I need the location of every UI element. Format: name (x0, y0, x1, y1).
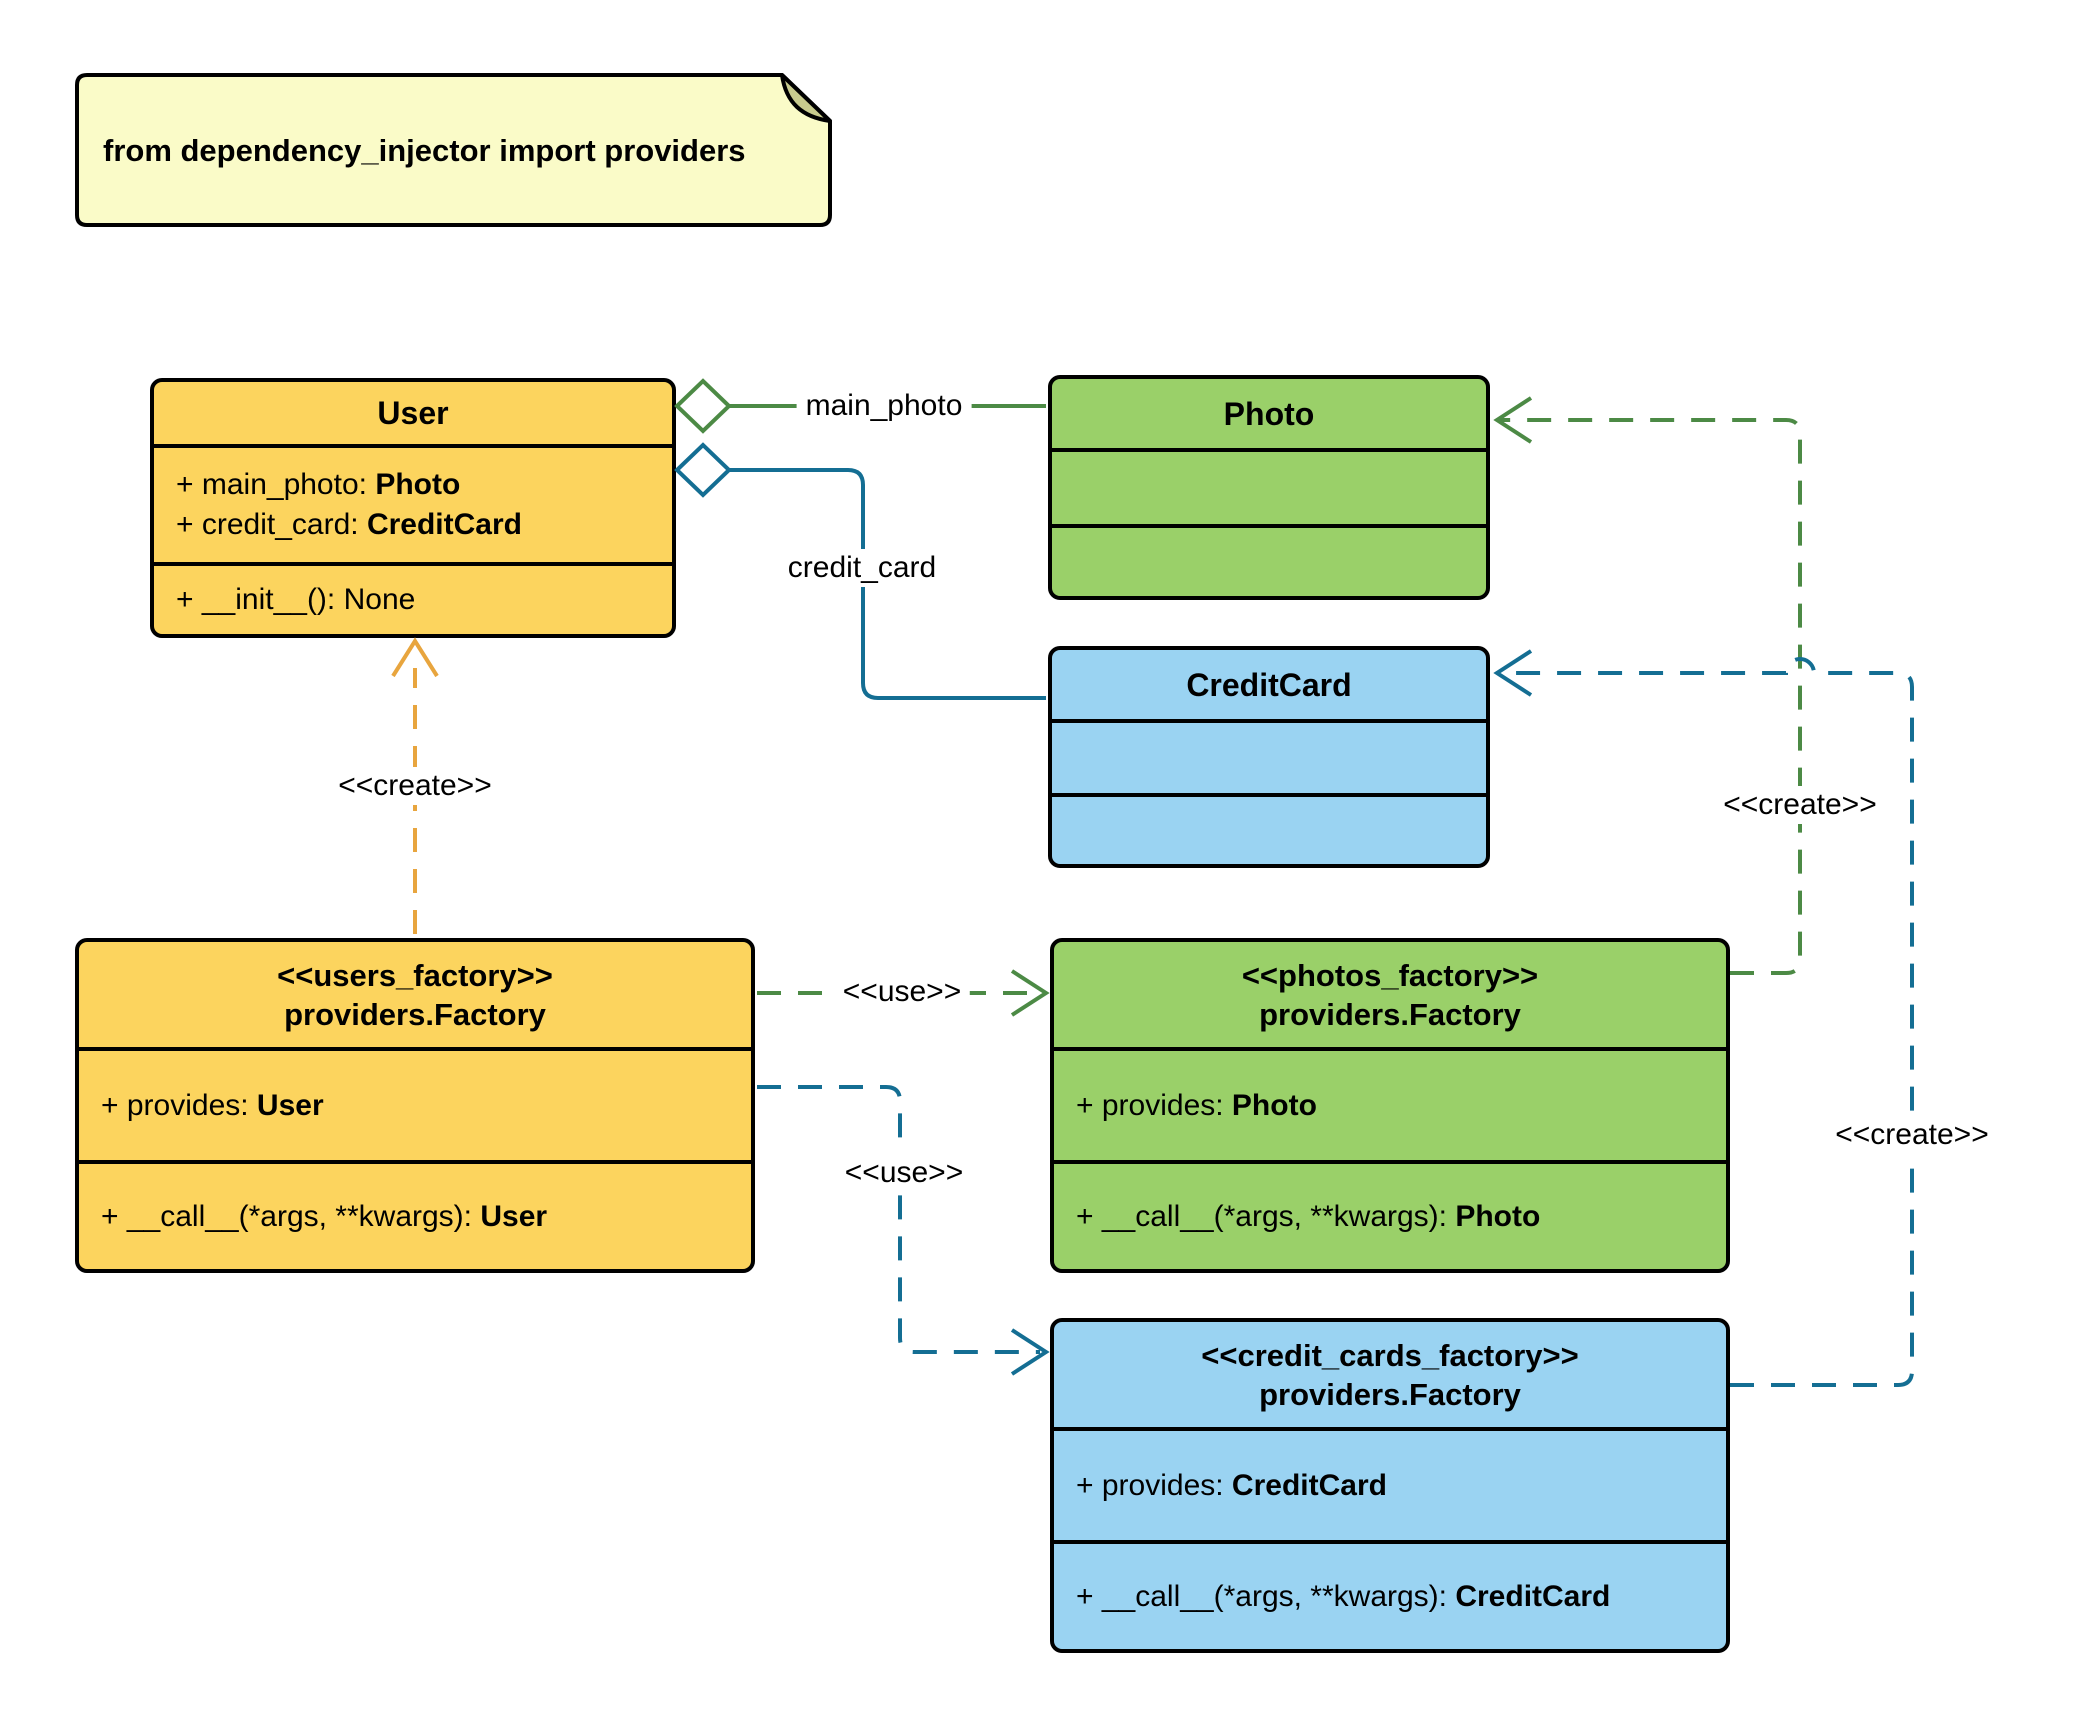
arrowhead-icon (391, 637, 439, 678)
method-label: + __call__(*args, **kwargs): (101, 1199, 481, 1233)
class-box-credit-cards-factory: <<credit_cards_factory>> providers.Facto… (1050, 1318, 1730, 1653)
method-label: + __init__(): None (176, 583, 416, 616)
class-creditcard-methods-empty (1052, 797, 1486, 864)
method-row: + __call__(*args, **kwargs): User (101, 1197, 741, 1237)
aggregation-diamond-icon (674, 378, 732, 434)
class-photo-header: Photo (1052, 379, 1486, 452)
class-creditcard-attributes-empty (1052, 723, 1486, 797)
class-photo-methods-empty (1052, 528, 1486, 596)
attribute-row: + main_photo: Photo (176, 465, 662, 505)
attribute-row: + credit_card: CreditCard (176, 505, 662, 545)
class-photos-factory-attributes: + provides: Photo (1054, 1051, 1726, 1164)
class-photos-factory-header: <<photos_factory>> providers.Factory (1054, 942, 1726, 1051)
class-users-factory-methods: + __call__(*args, **kwargs): User (79, 1164, 751, 1269)
edge-label-credit-card: credit_card (778, 549, 946, 587)
arrowhead-icon (1010, 1328, 1050, 1376)
class-creditcard-header: CreditCard (1052, 650, 1486, 723)
method-label: + __call__(*args, **kwargs): (1076, 1199, 1456, 1233)
class-box-creditcard: CreditCard (1048, 646, 1490, 868)
class-users-factory-header: <<users_factory>> providers.Factory (79, 942, 751, 1051)
attribute-type: User (256, 1088, 324, 1122)
code-note: from dependency_injector import provider… (75, 73, 835, 229)
attribute-type: Photo (375, 468, 461, 501)
class-credit-cards-factory-methods: + __call__(*args, **kwargs): CreditCard (1054, 1544, 1726, 1649)
method-row: + __init__(): None (176, 580, 662, 620)
class-credit-cards-factory-title: providers.Factory (1259, 1376, 1521, 1412)
attribute-label: + provides: (1076, 1468, 1232, 1502)
class-box-photo: Photo (1048, 375, 1490, 600)
class-photo-title: Photo (1223, 395, 1315, 432)
class-photos-factory-methods: + __call__(*args, **kwargs): Photo (1054, 1164, 1726, 1269)
edge-label-use-photos: <<use>> (833, 973, 971, 1011)
class-creditcard-title: CreditCard (1186, 666, 1352, 703)
attribute-row: + provides: Photo (1076, 1086, 1716, 1126)
aggregation-diamond-icon (674, 442, 732, 498)
stereotype-label: <<users_factory>> (277, 957, 553, 993)
stereotype-label: <<credit_cards_factory>> (1201, 1337, 1579, 1373)
class-user-header: User (154, 382, 672, 448)
attribute-row: + provides: User (101, 1086, 741, 1126)
edge-create-photo-line (1497, 418, 1802, 975)
class-photo-attributes-empty (1052, 452, 1486, 528)
attribute-label: + provides: (101, 1088, 257, 1122)
arrowhead-icon (1010, 969, 1050, 1017)
note-folded-corner-icon (780, 73, 832, 123)
edge-label-create-credit-card: <<create>> (1826, 1116, 1998, 1154)
edge-use-credit-cards-line (757, 1085, 1040, 1354)
arrowhead-icon (1493, 396, 1533, 444)
edge-label-create-user: <<create>> (329, 767, 501, 805)
class-users-factory-attributes: + provides: User (79, 1051, 751, 1164)
class-box-user: User + main_photo: Photo + credit_card: … (150, 378, 676, 638)
method-type: Photo (1455, 1199, 1541, 1233)
note-shape (75, 73, 832, 227)
note-body-shape (75, 73, 832, 227)
method-type: CreditCard (1455, 1579, 1611, 1613)
edge-label-use-credit-cards: <<use>> (835, 1154, 973, 1192)
class-credit-cards-factory-attributes: + provides: CreditCard (1054, 1431, 1726, 1544)
method-row: + __call__(*args, **kwargs): CreditCard (1076, 1577, 1716, 1617)
attribute-label: + provides: (1076, 1088, 1232, 1122)
attribute-type: CreditCard (1231, 1468, 1387, 1502)
attribute-label: + main_photo: (176, 468, 376, 501)
class-user-attributes: + main_photo: Photo + credit_card: Credi… (154, 448, 672, 566)
class-credit-cards-factory-header: <<credit_cards_factory>> providers.Facto… (1054, 1322, 1726, 1431)
class-box-users-factory: <<users_factory>> providers.Factory + pr… (75, 938, 755, 1273)
stereotype-label: <<photos_factory>> (1241, 957, 1539, 993)
attribute-label: + credit_card: (176, 508, 367, 541)
class-user-methods: + __init__(): None (154, 566, 672, 634)
class-photos-factory-title: providers.Factory (1259, 996, 1521, 1032)
method-label: + __call__(*args, **kwargs): (1076, 1579, 1456, 1613)
class-users-factory-title: providers.Factory (284, 996, 546, 1032)
method-row: + __call__(*args, **kwargs): Photo (1076, 1197, 1716, 1237)
edge-label-main-photo: main_photo (796, 387, 972, 425)
class-user-title: User (377, 395, 449, 431)
edge-label-create-photo: <<create>> (1714, 786, 1886, 824)
note-text: from dependency_injector import provider… (103, 133, 746, 168)
method-type: User (480, 1199, 548, 1233)
arrowhead-icon (1493, 649, 1533, 697)
attribute-row: + provides: CreditCard (1076, 1466, 1716, 1506)
attribute-type: Photo (1231, 1088, 1317, 1122)
class-box-photos-factory: <<photos_factory>> providers.Factory + p… (1050, 938, 1730, 1273)
attribute-type: CreditCard (366, 508, 522, 541)
